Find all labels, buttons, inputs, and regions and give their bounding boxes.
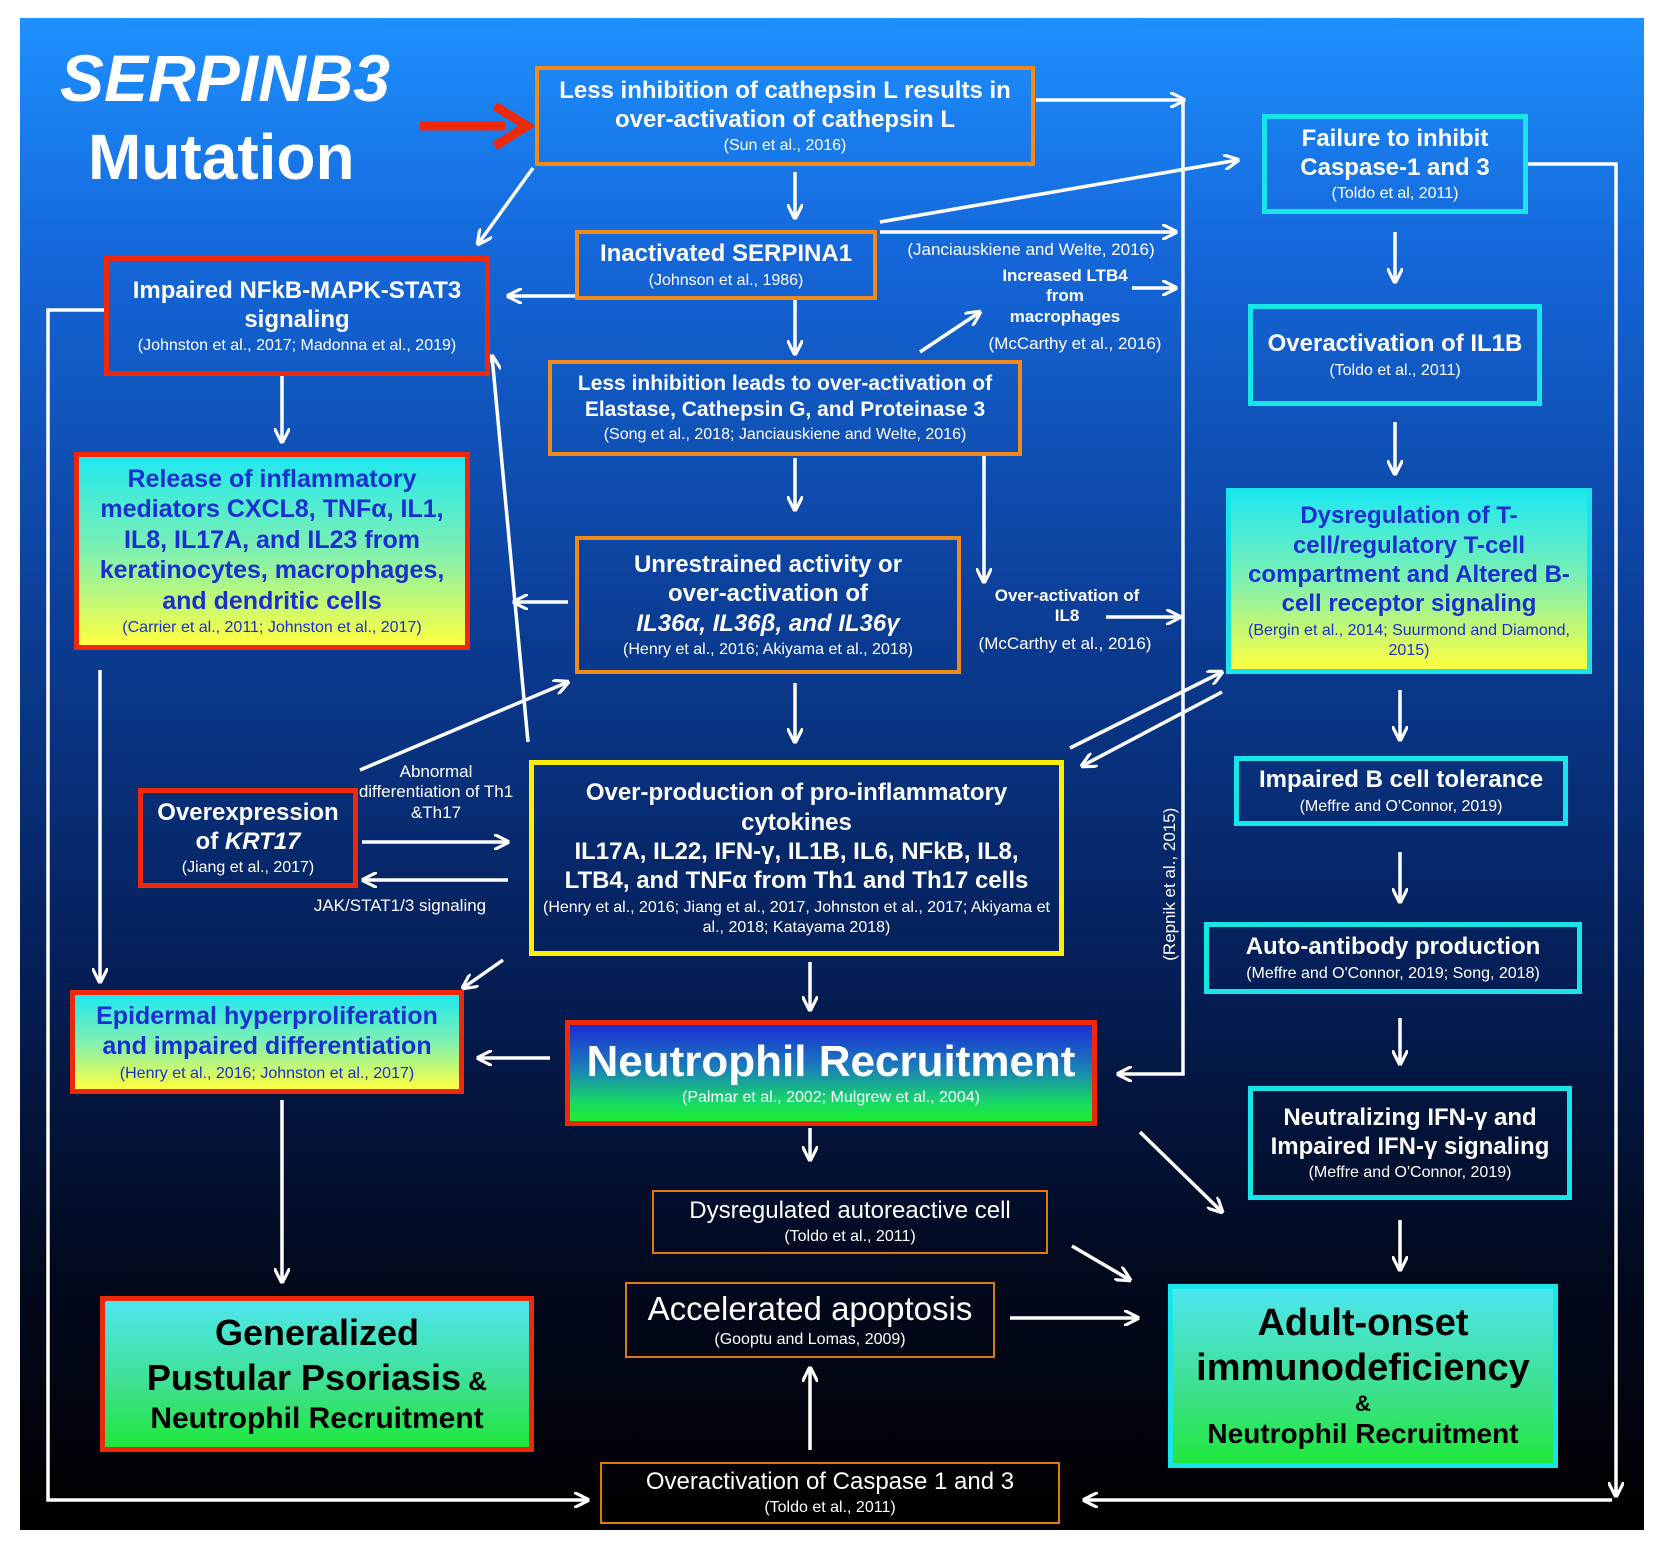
box-ifn-text: Neutralizing IFN-γ and Impaired IFN-γ si… [1270, 1103, 1550, 1160]
box-apoptosis-ref: (Gooptu and Lomas, 2009) [714, 1331, 906, 1348]
box-epidermal-text: Epidermal hyperproliferation and impaire… [96, 1001, 438, 1061]
box-serpina1: Inactivated SERPINA1 (Johnson et al., 19… [575, 230, 877, 300]
box-tcell-text: Dysregulation of T-cell/regulatory T-cel… [1248, 502, 1570, 618]
box-autoantibody: Auto-antibody production (Meffre and O'C… [1204, 922, 1582, 994]
box-il36-line1: Unrestrained activity or [633, 551, 903, 579]
box-caspase13-ref: (Toldo et al, 2011) [1331, 185, 1459, 203]
label-repnik: (Repnik et al., 2015) [1159, 807, 1179, 961]
box-caspase13-text: Failure to inhibit Caspase-1 and 3 [1300, 124, 1490, 181]
box-epidermal-ref: (Henry et al., 2016; Johnston et al., 20… [119, 1064, 415, 1082]
box-krt17-line1: Overexpression [157, 798, 339, 826]
box-gpp: Generalized Pustular Psoriasis & Neutrop… [100, 1296, 534, 1452]
box-krt17-ref: (Jiang et al., 2017) [181, 859, 315, 877]
box-cytokines-ref: (Henry et al., 2016; Jiang et al., 2017,… [543, 898, 1050, 936]
box-autoantibody-ref: (Meffre and O'Connor, 2019; Song, 2018) [1246, 964, 1540, 982]
box-apoptosis-text: Accelerated apoptosis [647, 1290, 973, 1327]
box-bcell: Impaired B cell tolerance (Meffre and O'… [1234, 756, 1568, 826]
box-cytokines-line1: Over-production of pro-inflammatory cyto… [585, 779, 1008, 836]
box-epidermal: Epidermal hyperproliferation and impaire… [70, 990, 464, 1094]
box-autoreactive: Dysregulated autoreactive cell (Toldo et… [652, 1190, 1048, 1254]
box-il36-line2: over-activation of [667, 580, 869, 608]
box-gpp-line1: Generalized [214, 1312, 420, 1354]
box-tcell: Dysregulation of T-cell/regulatory T-cel… [1226, 488, 1592, 674]
box-apoptosis: Accelerated apoptosis (Gooptu and Lomas,… [625, 1282, 995, 1358]
label-abnormal: Abnormal differentiation of Th1 &Th17 [358, 762, 514, 822]
box-ifn-ref: (Meffre and O'Connor, 2019) [1308, 1164, 1512, 1182]
box-gpp-psoriasis: Pustular Psoriasis [146, 1357, 462, 1399]
box-krt17: Overexpression of KRT17 (Jiang et al., 2… [138, 788, 358, 888]
box-adult-line3: & [1355, 1390, 1371, 1416]
box-adult-line4: Neutrophil Recruitment [1207, 1418, 1519, 1450]
box-bcell-text: Impaired B cell tolerance [1258, 766, 1544, 794]
box-nfkb-text: Impaired NFkB-MAPK-STAT3 signaling [132, 276, 462, 333]
label-jak: JAK/STAT1/3 signaling [313, 896, 487, 915]
box-mediators-ref: (Carrier et al., 2011; Johnston et al., … [122, 619, 422, 637]
box-autoreactive-ref: (Toldo et al., 2011) [784, 1228, 916, 1245]
box-neutrophil-text: Neutrophil Recruitment [586, 1036, 1076, 1086]
box-ifn: Neutralizing IFN-γ and Impaired IFN-γ si… [1248, 1086, 1572, 1200]
box-caspase-bottom: Overactivation of Caspase 1 and 3 (Toldo… [600, 1462, 1060, 1524]
box-cathepsin-l-text: Less inhibition of cathepsin L results i… [559, 76, 1011, 133]
box-krt17-gene: KRT17 [224, 828, 301, 855]
box-cathepsin-l-ref: (Sun et al., 2016) [723, 137, 847, 155]
box-cathepsin-l: Less inhibition of cathepsin L results i… [535, 66, 1035, 166]
box-autoreactive-text: Dysregulated autoreactive cell [689, 1197, 1011, 1224]
label-ltb4: Increased LTB4 from macrophages [1002, 266, 1128, 326]
box-adult-line1: Adult-onset [1257, 1302, 1469, 1345]
title-gene: SERPINB3 [60, 41, 391, 115]
box-il1b-text: Overactivation of IL1B [1267, 330, 1523, 358]
box-autoantibody-text: Auto-antibody production [1245, 933, 1541, 961]
box-elastase-text: Less inhibition leads to over-activation… [577, 372, 993, 421]
box-neutrophil: Neutrophil Recruitment (Palmar et al., 2… [565, 1020, 1097, 1126]
box-nfkb: Impaired NFkB-MAPK-STAT3 signaling (John… [104, 256, 490, 376]
box-serpina1-text: Inactivated SERPINA1 [599, 240, 853, 268]
box-il1b: Overactivation of IL1B (Toldo et al., 20… [1248, 304, 1542, 406]
box-adult-line2: immunodeficiency [1196, 1347, 1530, 1389]
box-tcell-ref: (Bergin et al., 2014; Suurmond and Diamo… [1248, 621, 1570, 659]
box-bcell-ref: (Meffre and O'Connor, 2019) [1299, 797, 1503, 815]
box-il36-ref: (Henry et al., 2016; Akiyama et al., 201… [623, 640, 913, 658]
label-il8-ref: (McCarthy et al., 2016) [978, 634, 1152, 653]
box-il36: Unrestrained activity or over-activation… [575, 536, 961, 674]
box-cytokines-line2: IL17A, IL22, IFN-γ, IL1B, IL6, NFkB, IL8… [564, 838, 1029, 895]
box-il36-line3: IL36α, IL36β, and IL36γ [636, 609, 900, 637]
box-gpp-line3: Neutrophil Recruitment [150, 1402, 484, 1436]
box-il1b-ref: (Toldo et al., 2011) [1329, 361, 1461, 379]
box-krt17-of: of [195, 828, 225, 855]
box-neutrophil-ref: (Palmar et al., 2002; Mulgrew et al., 20… [682, 1089, 980, 1107]
box-krt17-line2: of KRT17 [196, 827, 301, 856]
label-ltb4-ref: (McCarthy et al., 2016) [988, 334, 1162, 353]
box-cytokines: Over-production of pro-inflammatory cyto… [529, 760, 1064, 956]
box-caspase-bottom-ref: (Toldo et al., 2011) [764, 1499, 896, 1516]
box-nfkb-ref: (Johnston et al., 2017; Madonna et al., … [137, 337, 457, 355]
label-il8: Over-activation of IL8 [994, 586, 1140, 626]
box-serpina1-ref: (Johnson et al., 1986) [648, 271, 804, 289]
box-elastase-ref: (Song et al., 2018; Janciauskiene and We… [603, 425, 967, 443]
label-janciauskiene: (Janciauskiene and Welte, 2016) [907, 240, 1155, 259]
title-mutation: Mutation [88, 121, 355, 193]
box-elastase: Less inhibition leads to over-activation… [548, 360, 1022, 456]
box-gpp-line2: Pustular Psoriasis & [147, 1355, 487, 1400]
box-mediators-text: Release of inflammatory mediators CXCL8,… [99, 464, 445, 615]
box-caspase13: Failure to inhibit Caspase-1 and 3 (Told… [1262, 114, 1528, 214]
box-adult: Adult-onset immunodeficiency & Neutrophi… [1168, 1284, 1558, 1468]
box-mediators: Release of inflammatory mediators CXCL8,… [74, 452, 470, 650]
box-caspase-bottom-text: Overactivation of Caspase 1 and 3 [645, 1468, 1015, 1495]
box-gpp-amp: & [461, 1366, 488, 1397]
